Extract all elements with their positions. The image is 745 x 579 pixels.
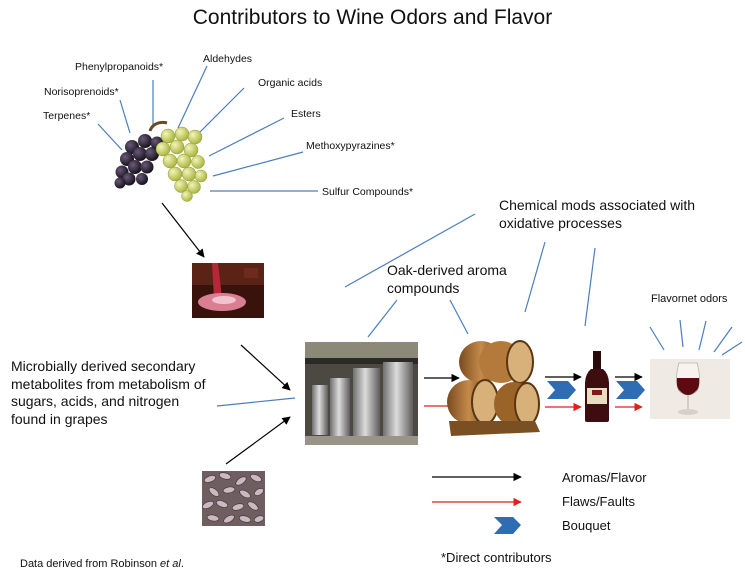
grapes-image	[114, 120, 208, 202]
label-phenylpropanoids: Phenylpropanoids*	[75, 61, 164, 73]
label-microbial: Microbially derived secondary metabolite…	[11, 358, 206, 427]
source-footer: Data derived from Robinson et al.	[20, 558, 184, 570]
diagram-title: Contributors to Wine Odors and Flavor	[192, 6, 553, 29]
label-sulfur-compounds: Sulfur Compounds*	[322, 186, 414, 198]
dark-grapes	[114, 134, 164, 189]
line-oak-1	[367, 299, 398, 338]
arrow-microbes-to-tanks	[225, 416, 291, 465]
label-organic-acids: Organic acids	[258, 77, 323, 89]
label-oak-derived: Oak-derived aroma compounds	[387, 262, 507, 296]
line-oxidative-3	[584, 247, 596, 327]
bouquet-chevrons	[547, 381, 645, 399]
line-aldehydes	[177, 65, 208, 129]
label-oxidative: Chemical mods associated with oxidative …	[499, 197, 696, 231]
line-oak-2	[449, 299, 469, 335]
label-esters: Esters	[291, 108, 321, 120]
flow-arrows	[161, 202, 643, 465]
label-flavornet: Flavornet odors	[651, 293, 728, 305]
compound-lines	[97, 65, 743, 407]
line-flavornet-4	[713, 326, 733, 353]
must-image	[192, 263, 264, 318]
chevron-icon	[547, 381, 576, 399]
line-flavornet-2	[679, 319, 684, 348]
arrow-grapes-to-must	[161, 202, 205, 258]
legend-bouquet: Bouquet	[562, 518, 611, 533]
arrow-must-to-tanks	[240, 344, 291, 391]
line-microbial	[216, 397, 296, 407]
line-esters	[208, 117, 285, 157]
tanks-image	[305, 342, 418, 445]
line-terpenes	[97, 123, 123, 151]
label-methoxypyrazines: Methoxypyrazines*	[306, 140, 395, 152]
label-aldehydes: Aldehydes	[203, 53, 253, 65]
microbes-image	[202, 471, 265, 526]
line-flavornet-5	[721, 341, 743, 356]
line-norisoprenoids	[119, 99, 131, 134]
source-italic: et al	[160, 558, 181, 570]
barrels-image	[447, 340, 540, 436]
bottle-image	[585, 351, 609, 422]
source-text: Data derived from Robinson	[20, 558, 161, 570]
green-grapes	[155, 126, 208, 202]
source-end: .	[180, 558, 184, 570]
legend-chevron-icon	[494, 517, 521, 534]
line-methoxypyrazines	[212, 151, 304, 177]
glass-image	[650, 359, 730, 419]
line-flavornet-3	[698, 320, 707, 351]
legend-flaws-faults: Flaws/Faults	[562, 494, 635, 509]
line-oxidative-1	[344, 213, 476, 288]
chevron-icon	[616, 381, 645, 399]
line-oxidative-2	[524, 241, 546, 313]
legend-aromas-flavor: Aromas/Flavor	[562, 470, 647, 485]
label-norisoprenoids: Norisoprenoids*	[44, 86, 119, 98]
legend-lines	[432, 472, 522, 534]
direct-contributors-note: *Direct contributors	[441, 550, 552, 565]
label-terpenes: Terpenes*	[43, 110, 91, 122]
line-organic-acids	[195, 87, 245, 137]
line-flavornet-1	[649, 326, 665, 351]
